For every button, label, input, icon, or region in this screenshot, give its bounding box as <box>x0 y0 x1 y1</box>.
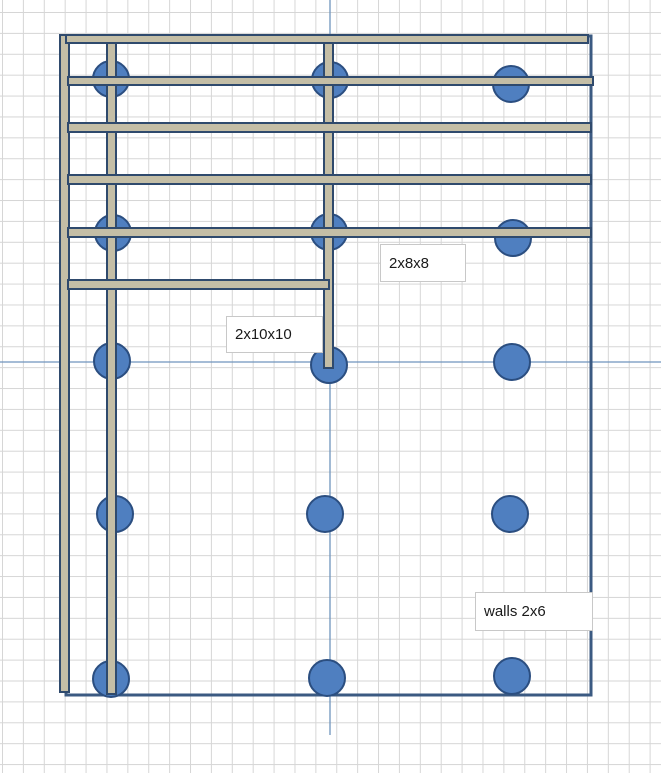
joist <box>67 76 594 86</box>
post <box>493 343 531 381</box>
joist <box>65 34 589 44</box>
joist <box>67 174 592 185</box>
left-beam <box>106 41 117 695</box>
short-joist <box>67 279 330 290</box>
center-beam <box>323 41 334 369</box>
post <box>493 657 531 695</box>
joist <box>67 227 592 238</box>
post <box>491 495 529 533</box>
lumber <box>59 34 594 695</box>
post <box>308 659 346 697</box>
outer-left-beam <box>59 34 70 693</box>
joist-size-label: 2x8x8 <box>380 244 466 282</box>
wall-size-label: walls 2x6 <box>475 592 593 631</box>
girder-size-label: 2x10x10 <box>226 316 323 353</box>
post <box>306 495 344 533</box>
joist <box>67 122 592 133</box>
posts <box>92 60 532 698</box>
